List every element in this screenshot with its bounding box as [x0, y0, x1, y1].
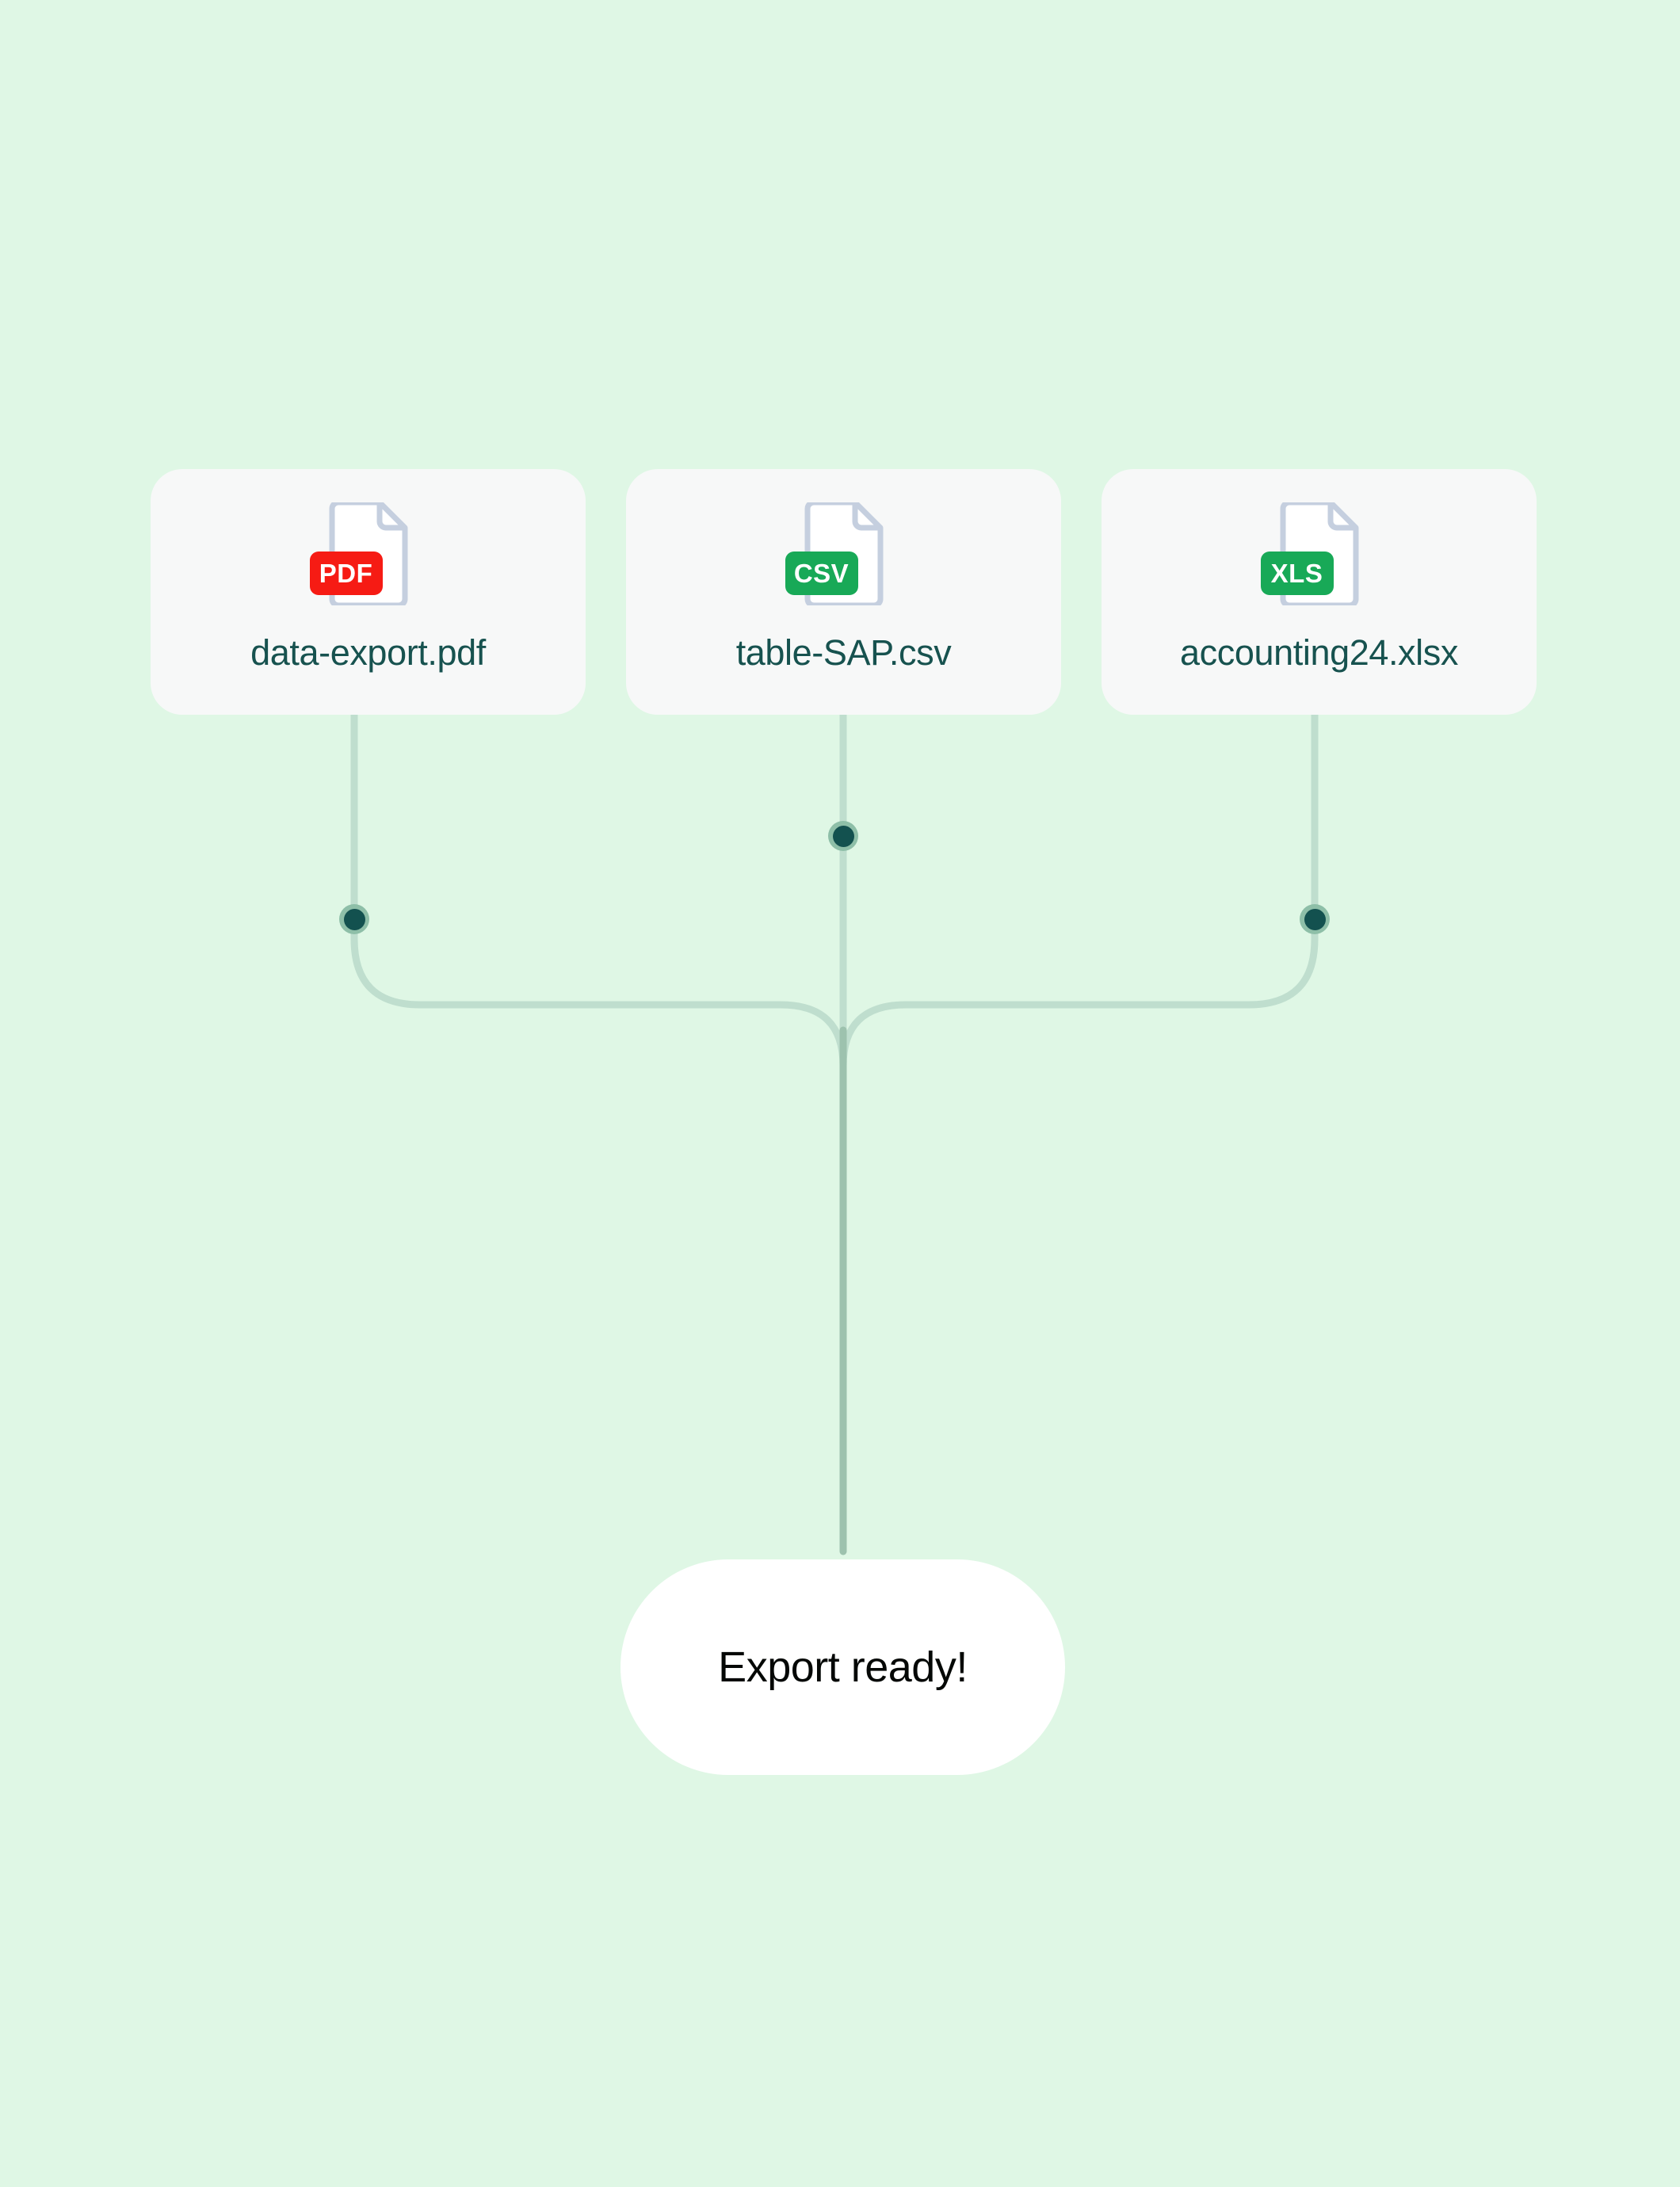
file-card-table-sap-csv[interactable]: CSV table-SAP.csv: [626, 469, 1061, 715]
file-page-icon: XLS: [1260, 502, 1361, 605]
file-type-badge: CSV: [785, 552, 858, 595]
junction-node-right[interactable]: [1300, 904, 1330, 934]
file-name-label: table-SAP.csv: [735, 632, 952, 673]
wire-right: [839, 710, 1319, 1070]
file-page-icon: PDF: [309, 502, 410, 605]
file-card-data-export-pdf[interactable]: PDF data-export.pdf: [151, 469, 586, 715]
export-ready-pill[interactable]: Export ready!: [620, 1559, 1065, 1775]
file-type-badge: PDF: [309, 552, 383, 595]
junction-node-left[interactable]: [339, 904, 369, 934]
file-name-label: data-export.pdf: [250, 632, 486, 673]
wire-left: [350, 710, 847, 1070]
junction-node-middle[interactable]: [828, 821, 858, 851]
file-card-accounting24-xlsx[interactable]: XLS accounting24.xlsx: [1102, 469, 1537, 715]
file-type-badge: XLS: [1260, 552, 1334, 595]
export-ready-label: Export ready!: [718, 1643, 968, 1691]
file-name-label: accounting24.xlsx: [1180, 632, 1458, 673]
file-page-icon: CSV: [785, 502, 885, 605]
